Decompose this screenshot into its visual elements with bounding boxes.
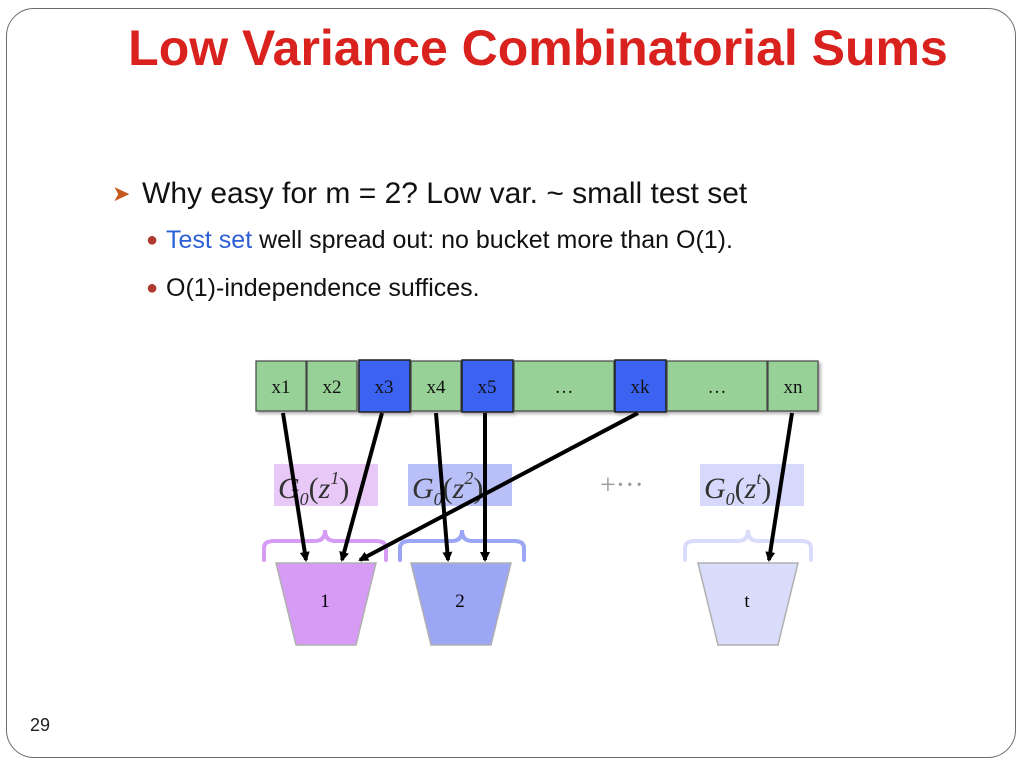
group-3-label: G0(zt) <box>704 468 771 509</box>
box-xk-label: xk <box>631 377 651 398</box>
box-x2 <box>306 360 358 412</box>
slide-number: 29 <box>30 715 51 735</box>
group-2-label-bg <box>408 464 512 506</box>
box-x3 <box>358 359 411 413</box>
arrow-xk-bucket1 <box>358 411 639 562</box>
arrow-bullet-icon: ➤ <box>112 181 131 206</box>
group-1-label: G0(z1) <box>278 468 349 509</box>
box-x2-label: x2 <box>323 377 342 398</box>
input-box-row <box>255 359 819 413</box>
group-1-brace <box>262 529 388 562</box>
box-ellipsis-1 <box>513 360 615 412</box>
box-ellipsis-1-label: … <box>555 377 574 398</box>
test-set-highlight: Test set <box>166 225 253 254</box>
box-x5 <box>461 359 514 413</box>
group-2-label: G0(z2) <box>412 468 483 509</box>
arrow-group <box>281 411 794 562</box>
box-x5-label: x5 <box>478 377 497 398</box>
dot-bullet-icon: ● <box>146 228 159 251</box>
bucket-1 <box>275 562 377 646</box>
bucket-1-label: 1 <box>320 591 330 612</box>
box-xk <box>614 359 667 413</box>
bullet-list: ➤ Why easy for m = 2? Low var. ~ small t… <box>112 172 992 312</box>
arrow-x4-bucket2 <box>434 412 453 562</box>
box-xn-label: xn <box>784 377 804 398</box>
box-x1 <box>255 360 307 412</box>
bucket-2-label: 2 <box>455 591 465 612</box>
ellipsis-sum: +··· <box>600 470 644 501</box>
bullet-sub-2: ● O(1)-independence suffices. <box>112 264 992 312</box>
bucket-3-label: t <box>744 591 750 612</box>
group-3-brace <box>683 529 813 562</box>
bullet-main-text: Why easy for m = 2? Low var. ~ small tes… <box>142 177 748 210</box>
bullet-main: ➤ Why easy for m = 2? Low var. ~ small t… <box>112 172 992 216</box>
box-x1-label: x1 <box>272 377 291 398</box>
bucket-2 <box>410 562 512 646</box>
box-xn <box>767 360 819 412</box>
arrow-x1-bucket1 <box>281 412 310 562</box>
bullet-sub-2-text: O(1)-independence suffices. <box>166 273 480 302</box>
bullet-sub-1-text: well spread out: no bucket more than O(1… <box>252 225 733 254</box>
arrow-x3-bucket1 <box>339 412 384 562</box>
box-ellipsis-2 <box>666 360 768 412</box>
bucket-3 <box>697 562 799 646</box>
slide-frame <box>6 8 1016 758</box>
box-x4 <box>410 360 462 412</box>
box-x4-label: x4 <box>427 377 447 398</box>
slide-title: Low Variance Combinatorial Sums <box>128 20 948 76</box>
box-labels: x1 x2 x3 x4 x5 … xk … xn <box>272 377 804 398</box>
dot-bullet-icon: ● <box>146 276 159 299</box>
bullet-sub-1: ● Test set well spread out: no bucket mo… <box>112 216 992 264</box>
box-ellipsis-2-label: … <box>708 377 727 398</box>
group-3-label-bg <box>700 464 804 506</box>
box-x3-label: x3 <box>375 377 394 398</box>
group-2-brace <box>398 529 526 562</box>
arrow-xn-bucket3 <box>765 412 794 562</box>
